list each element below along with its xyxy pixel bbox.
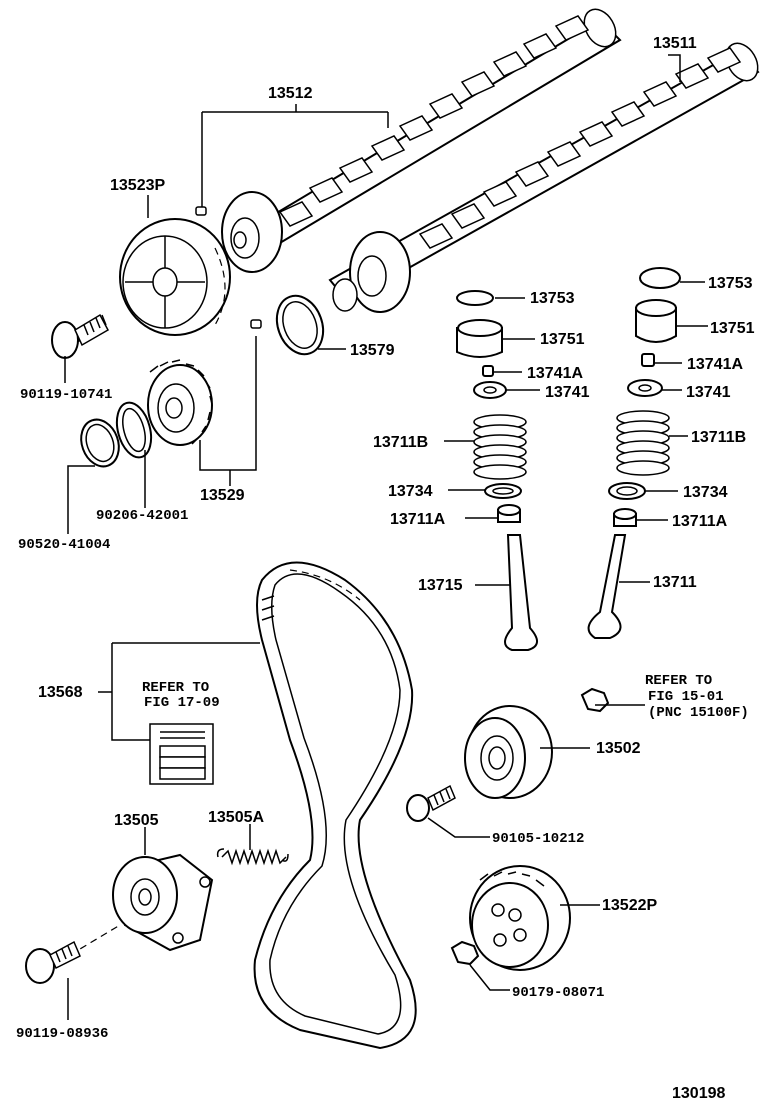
label-13751-left[interactable]: 13751 [540, 331, 585, 348]
refer-fig17-label[interactable]: REFER TO FIG 17-09 [142, 680, 220, 785]
refer-fig15-label[interactable]: REFER TO FIG 15-01 (PNC 15100F) [580, 673, 749, 721]
bolt-90119-08936 [25, 940, 81, 984]
refer-fig17-line1: REFER TO [142, 680, 209, 696]
label-13741A-left[interactable]: 13741A [527, 365, 583, 382]
refer-fig17-line2: FIG 17-09 [144, 695, 220, 711]
knock-pin-13512 [195, 206, 207, 216]
refer-fig15-line3: (PNC 15100F) [648, 705, 749, 721]
label-13511[interactable]: 13511 [653, 35, 697, 52]
bolt-icon [580, 687, 610, 713]
bolt-90105-10212 [406, 784, 456, 822]
label-13741-left[interactable]: 13741 [545, 384, 590, 401]
label-13568[interactable]: 13568 [38, 684, 83, 701]
label-90119-08936[interactable]: 90119-08936 [16, 1026, 108, 1042]
label-13512[interactable]: 13512 [268, 85, 313, 102]
label-90105-10212[interactable]: 90105-10212 [492, 831, 584, 847]
label-13711B-right[interactable]: 13711B [691, 429, 746, 446]
timing-pulley-13523P [119, 218, 231, 336]
label-13734-left[interactable]: 13734 [388, 483, 433, 500]
label-90179-08071[interactable]: 90179-08071 [512, 985, 604, 1001]
knock-pin-13529 [250, 319, 262, 329]
label-13502[interactable]: 13502 [596, 740, 641, 757]
label-13579[interactable]: 13579 [350, 342, 395, 359]
idler-pulley-13502 [464, 705, 553, 799]
snap-ring-13579 [275, 294, 325, 356]
spring-13505A [216, 848, 289, 866]
camshaft-13512 [221, 8, 622, 273]
diagram-id: 130198 [672, 1085, 725, 1102]
label-13753-right[interactable]: 13753 [708, 275, 753, 292]
camshaft-13511 [328, 42, 760, 313]
label-13753-left[interactable]: 13753 [530, 290, 575, 307]
timing-belt-13568 [253, 561, 417, 1050]
bolt-90119-10741 [51, 313, 110, 359]
label-13711[interactable]: 13711 [653, 574, 697, 591]
valve-train-right [587, 267, 681, 639]
label-13711A-right[interactable]: 13711A [672, 513, 728, 530]
label-13734-right[interactable]: 13734 [683, 484, 728, 501]
bolt-90179-08071 [450, 940, 480, 966]
refer-fig15-line2: FIG 15-01 [648, 689, 724, 705]
label-13505A[interactable]: 13505A [208, 809, 264, 826]
label-13711B-left[interactable]: 13711B [373, 434, 428, 451]
label-90119-10741[interactable]: 90119-10741 [20, 387, 112, 403]
label-13505[interactable]: 13505 [114, 812, 159, 829]
part-labels: 13511 13512 13523P 90119-10741 13579 135… [16, 35, 755, 1102]
label-13751-right[interactable]: 13751 [710, 320, 755, 337]
label-90520-41004[interactable]: 90520-41004 [18, 537, 110, 553]
label-13741-right[interactable]: 13741 [686, 384, 731, 401]
label-13523P[interactable]: 13523P [110, 177, 165, 194]
label-13529[interactable]: 13529 [200, 487, 245, 504]
gear-13529 [147, 359, 213, 446]
label-13741A-right[interactable]: 13741A [687, 356, 743, 373]
label-13711A-left[interactable]: 13711A [390, 511, 446, 528]
refer-fig15-line1: REFER TO [645, 673, 712, 689]
label-13522P[interactable]: 13522P [602, 897, 657, 914]
label-90206-42001[interactable]: 90206-42001 [96, 508, 188, 524]
label-13715[interactable]: 13715 [418, 577, 463, 594]
valve-train-left [456, 290, 538, 651]
timing-pulley-13522P [469, 865, 571, 971]
tensioner-13505 [112, 853, 214, 952]
leader-lines [64, 54, 708, 1020]
